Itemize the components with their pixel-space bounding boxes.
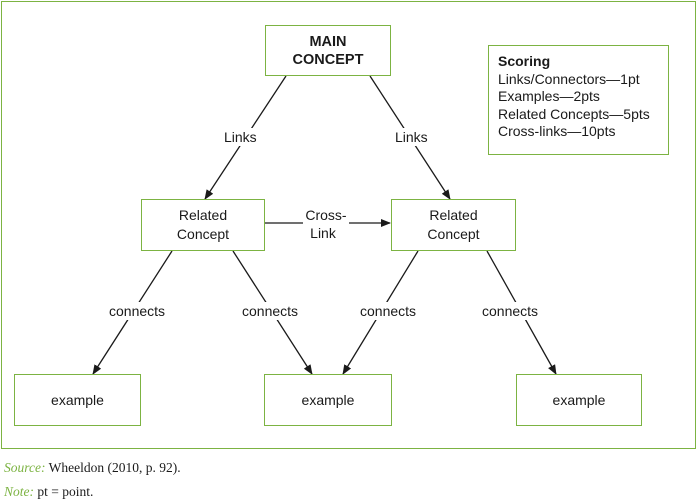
scoring-item: Cross-links—10pts	[498, 123, 616, 140]
scoring-item: Links/Connectors—1pt	[498, 70, 640, 87]
example-node-3: example	[516, 374, 642, 426]
example-3-label: example	[552, 391, 606, 408]
example-node-2: example	[264, 374, 392, 426]
related-right-line2: Concept	[427, 226, 480, 242]
main-concept-line2: CONCEPT	[292, 51, 364, 68]
scoring-title: Scoring	[498, 53, 551, 69]
connects-label-1: connects	[107, 302, 168, 320]
scoring-legend: Scoring Links/Connectors—1pt Examples—2p…	[488, 45, 669, 155]
main-concept-node: MAIN CONCEPT	[265, 25, 391, 76]
related-concept-left-node: Related Concept	[141, 199, 265, 251]
note-text: pt = point.	[37, 484, 94, 499]
source-text: Wheeldon (2010, p. 92).	[48, 460, 181, 475]
example-1-label: example	[51, 391, 104, 408]
note-label: Note:	[4, 484, 34, 499]
example-2-label: example	[301, 391, 355, 408]
related-left-line1: Related	[178, 207, 228, 223]
cross-link-label: Cross- Link	[303, 206, 349, 242]
related-left-line2: Concept	[176, 226, 230, 242]
links-label-right: Links	[393, 128, 430, 146]
connects-label-4: connects	[480, 302, 541, 320]
related-right-line1: Related	[429, 207, 478, 223]
related-concept-right-node: Related Concept	[391, 199, 516, 251]
cross-link-line2: Link	[310, 225, 336, 241]
source-note: Source: Wheeldon (2010, p. 92).	[4, 460, 181, 476]
scoring-item: Related Concepts—5pts	[498, 105, 650, 122]
connects-label-2: connects	[240, 302, 301, 320]
source-label: Source:	[4, 460, 46, 475]
links-label-left: Links	[222, 128, 259, 146]
note-line: Note: pt = point.	[4, 484, 93, 500]
main-concept-line1: MAIN	[309, 33, 347, 50]
cross-link-line1: Cross-	[305, 207, 347, 223]
connects-label-3: connects	[358, 302, 419, 320]
scoring-item: Examples—2pts	[498, 88, 600, 105]
diagram-frame	[1, 1, 696, 449]
example-node-1: example	[14, 374, 141, 426]
